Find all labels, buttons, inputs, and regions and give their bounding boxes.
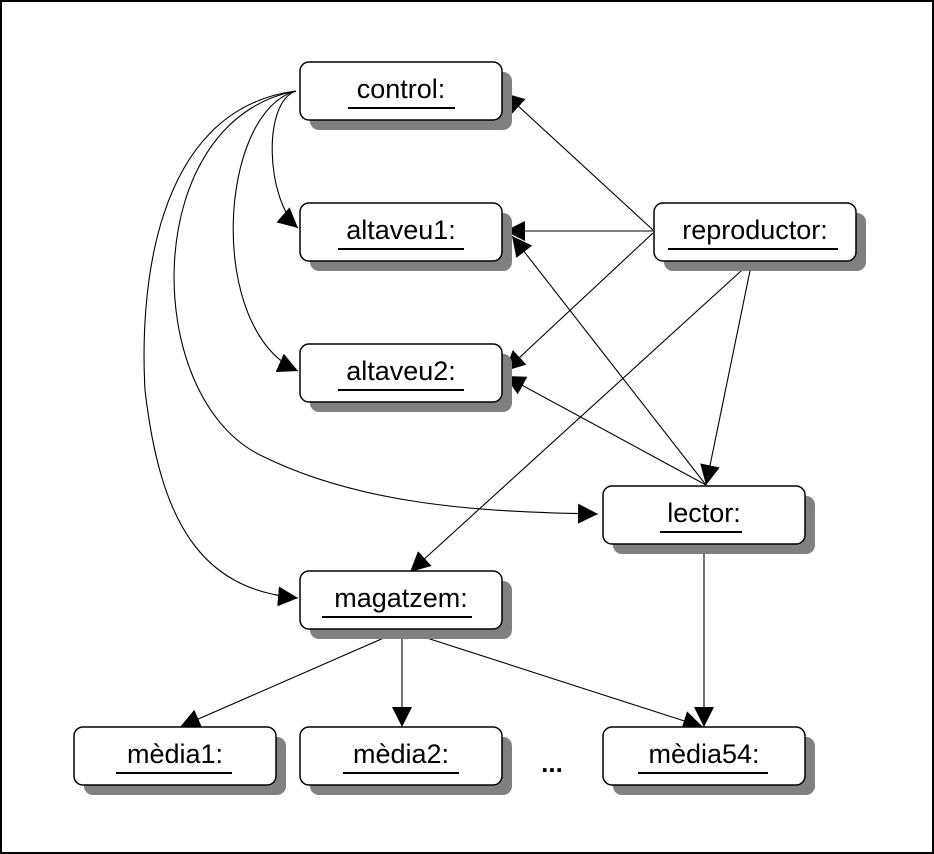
edges (143, 90, 753, 731)
node-media54[interactable]: mèdia54: (602, 726, 815, 795)
node-reproductor-label: reproductor: (682, 215, 828, 245)
node-media1[interactable]: mèdia1: (73, 726, 286, 795)
node-altaveu1-label: altaveu1: (346, 215, 456, 245)
node-magatzem[interactable]: magatzem: (299, 570, 512, 639)
edge-reproductor-control (503, 92, 654, 231)
edge-reproductor-magatzem (409, 260, 753, 573)
edge-lector-altaveu2 (504, 375, 707, 486)
edge-control-altaveu1 (271, 90, 299, 229)
edge-reproductor-lector (700, 260, 753, 486)
node-media1-label: mèdia1: (127, 739, 223, 769)
edge-control-altaveu2 (232, 90, 299, 372)
node-media2[interactable]: mèdia2: (299, 726, 512, 795)
node-reproductor[interactable]: reproductor: (653, 202, 866, 271)
node-magatzem-label: magatzem: (334, 583, 468, 613)
node-altaveu2-label: altaveu2: (346, 356, 456, 386)
edge-magatzem-media54 (401, 629, 704, 731)
edge-control-magatzem (143, 90, 299, 607)
edge-magatzem-media1 (179, 629, 403, 729)
node-lector-label: lector: (667, 498, 741, 528)
node-altaveu1[interactable]: altaveu1: (299, 202, 512, 271)
node-lector[interactable]: lector: (602, 485, 815, 554)
node-control-label: control: (357, 74, 446, 104)
node-control[interactable]: control: (299, 61, 512, 130)
node-media2-label: mèdia2: (353, 739, 449, 769)
node-altaveu2[interactable]: altaveu2: (299, 343, 512, 412)
edge-control-lector (173, 90, 599, 524)
ellipsis: ... (541, 748, 563, 778)
node-media54-label: mèdia54: (648, 739, 759, 769)
edge-reproductor-altaveu2 (504, 232, 654, 372)
edge-lector-altaveu1 (511, 235, 707, 486)
